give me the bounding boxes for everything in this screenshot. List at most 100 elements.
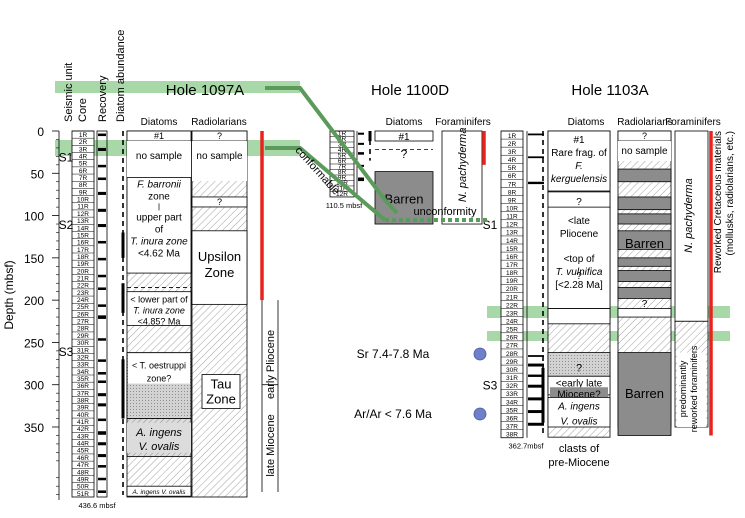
recovery-bar (528, 422, 544, 426)
diatom-zone-6: V. ovalis (139, 441, 180, 453)
core-label: 41R (77, 419, 89, 426)
diatom-zone-1103-1: #1 (573, 135, 585, 146)
diatom-zone-3: <4.62 Ma (138, 248, 180, 259)
core-label: 14R (506, 238, 518, 245)
header-diatom-abundance: Diatom abundance (115, 30, 127, 122)
core-label: 48R (77, 469, 89, 476)
diatom-zone-box (547, 396, 611, 428)
core-label: 6R (508, 173, 517, 180)
barren-band-1103 (617, 287, 672, 299)
core-label: 20R (77, 268, 89, 275)
core-label: 3R (79, 146, 88, 153)
core-label: 22R (77, 283, 89, 290)
core-label: 8R (508, 189, 517, 196)
seismic-unit-s3: S3 (59, 345, 74, 359)
core-label: 22R (506, 302, 518, 309)
core-label: 21R (506, 294, 518, 301)
recovery-bar (98, 418, 106, 422)
header-seismic-unit: Seismic unit (63, 63, 75, 122)
header-radiolarians-1097: Radiolarians (191, 117, 247, 128)
core-label: 27R (77, 319, 89, 326)
recovery-bar (528, 133, 544, 136)
foram-label-1103a: N. pachyderma (683, 178, 695, 253)
core-label: 11R (77, 204, 89, 211)
core-label: 37R (77, 390, 89, 397)
core-label: 20R (506, 286, 518, 293)
foram-box-1103a (674, 130, 709, 322)
radiolarian-zone-2: no sample (196, 151, 243, 162)
core-label: 1R (79, 132, 88, 139)
radiolarian-zone-box (191, 196, 248, 208)
core-label: 5R (508, 165, 517, 172)
recovery-bar (98, 304, 106, 307)
header-foraminifers-1103: Foraminifers (665, 117, 721, 128)
core-label: 12R (77, 211, 89, 218)
core-label: 46R (77, 455, 89, 462)
header-diatoms-1100: Diatoms (386, 117, 423, 128)
diatom-zone-box (127, 141, 191, 181)
core-label: 12R (506, 222, 518, 229)
recovery-bar (98, 359, 106, 362)
depth-tick-label: 200 (24, 294, 44, 308)
core-label: 34R (77, 369, 89, 376)
diatom-zone-3: T. inura zone (130, 236, 188, 247)
foram2-line1: predominantly (678, 360, 688, 417)
core-label: 39R (77, 405, 89, 412)
recovery-bar (528, 156, 544, 159)
diatom-zone-1103-2: <late (568, 216, 590, 227)
barren-band-1103 (617, 270, 672, 282)
diatom-zone-box (550, 387, 608, 400)
core-label: 4R (79, 154, 88, 161)
barren-label-1100d: Barren (384, 192, 423, 207)
core-label: 18R (506, 270, 518, 277)
diatom-zone-6: A. ingens (135, 427, 182, 439)
diatom-zone-box (126, 485, 192, 497)
core-label: 7R (508, 181, 517, 188)
header-core: Core (77, 98, 89, 122)
header-recovery: Recovery (97, 75, 109, 122)
core-label: 8R (79, 182, 88, 189)
diatom-below-1103: clasts of (559, 443, 600, 455)
core-label: 36R (77, 383, 89, 390)
diatom-zone-box (128, 353, 190, 384)
age-early-pliocene: early Pliocene (265, 330, 277, 399)
recovery-bar (98, 338, 106, 341)
radiolarian-zone-box (617, 308, 672, 318)
diatom-below-1103: pre-Miocene (548, 457, 609, 469)
diatom-zone-2: no sample (136, 151, 183, 162)
core-label: 24R (77, 297, 89, 304)
recovery-bar (98, 177, 106, 181)
radiolarians-column-1097a (191, 130, 248, 498)
diatom-zone-1103-2: [<2.28 Ma] (555, 280, 603, 291)
core-label: 9R (79, 189, 88, 196)
header-reworked-sub: (mollusks, radiolarians, etc.) (725, 131, 736, 255)
core-label: 18R (77, 254, 89, 261)
core-label: 36R (506, 415, 518, 422)
core-label: 37R (506, 423, 518, 430)
core-label: 45R (77, 448, 89, 455)
diatom-zone-3: F. barronii (137, 179, 182, 190)
core-label: 26R (506, 335, 518, 342)
recovery-bar (98, 274, 106, 278)
radiolarian-zone-1103-q: ? (642, 299, 648, 310)
diatom-zone-1103-q3: ? (576, 363, 582, 375)
core-label: 4R (508, 157, 517, 164)
core-label: 33R (506, 391, 518, 398)
core-label: 31R (77, 347, 89, 354)
radiolarian-zone-box (191, 230, 248, 305)
core-label: 10R (77, 197, 89, 204)
diatom-zone-1100-2: ? (401, 147, 408, 161)
core-label: 26R (77, 311, 89, 318)
hole-title-1100d: Hole 1100D (371, 82, 449, 99)
diatom-zone-3: of (155, 224, 164, 235)
core-label: 32R (506, 383, 518, 390)
diatom-zone-7: A. ingens V. ovalis (132, 489, 187, 496)
seismic-unit-s2: S2 (59, 218, 74, 232)
diatom-zone-1103-2: Pliocene (560, 229, 599, 240)
core-label: 51R (77, 491, 89, 498)
diatom-zone-box (127, 422, 191, 453)
core-label: 40R (77, 412, 89, 419)
recovery-bar (98, 372, 106, 375)
core-label: 6R (338, 158, 347, 165)
header-diatoms-1097: Diatoms (141, 117, 178, 128)
